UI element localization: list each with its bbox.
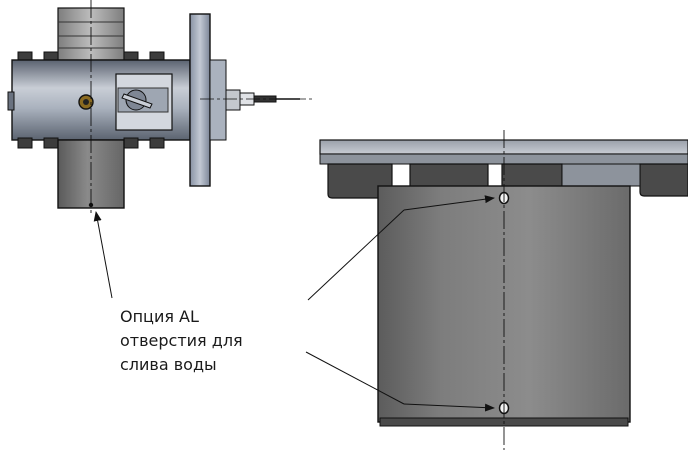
leader-to-lower-hole: [305, 351, 405, 405]
drain-option-callout: Опция AL отверстия для слива воды: [120, 305, 243, 377]
callout-line-3: слива воды: [120, 355, 217, 374]
leader-to-left-cylinder: [93, 211, 113, 299]
flange: [189, 13, 211, 187]
probe-housing: [225, 89, 241, 111]
leader-to-upper-hole: [307, 209, 405, 301]
callout-line-1: Опция AL: [120, 307, 199, 326]
callout-line-2: отверстия для: [120, 331, 243, 350]
assembly-side-view: [7, 0, 312, 214]
cylinder-detail-view: [319, 130, 688, 450]
callout-leaders: [93, 195, 495, 412]
